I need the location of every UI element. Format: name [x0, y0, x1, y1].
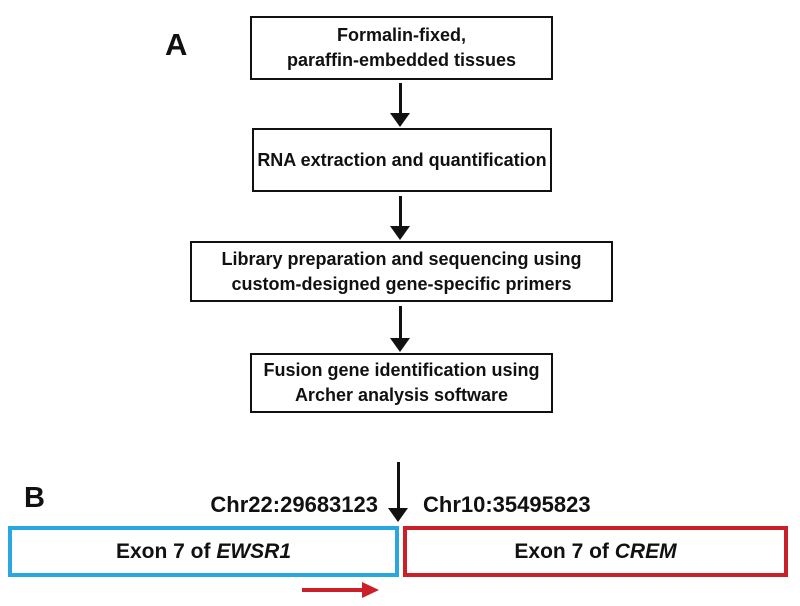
flow-box-text-line: Formalin-fixed, — [336, 25, 466, 46]
flow-box-text-line: Library preparation and sequencing using — [221, 248, 582, 269]
flow-box-text-line: custom-designed gene-specific primers — [231, 273, 572, 294]
arrow-shaft — [398, 306, 402, 338]
exon-prefix: Exon 7 of — [115, 539, 217, 563]
arrow-head — [388, 508, 408, 522]
exon-label: Exon 7 of EWSR1 — [116, 540, 291, 564]
arrow-head — [362, 582, 379, 598]
flow-box-rna-extraction: RNA extraction and quantification — [252, 128, 552, 192]
flow-box-text-line: RNA extraction and quantification — [257, 149, 547, 170]
exon-label: Exon 7 of CREM — [514, 540, 676, 564]
breakpoint-down-arrow-icon — [388, 462, 408, 522]
gene-name-crem: CREM — [614, 539, 677, 563]
down-arrow-icon — [390, 306, 410, 352]
exon-prefix: Exon 7 of — [514, 539, 615, 563]
arrow-head — [390, 338, 410, 352]
flow-box-library-preparation: Library preparation and sequencing using… — [190, 241, 613, 302]
breakpoint-chr22-label: Chr22:29683123 — [210, 492, 378, 517]
panel-a-label: A — [165, 27, 188, 62]
fusion-direction-arrow-icon — [302, 582, 379, 598]
down-arrow-icon — [390, 196, 410, 240]
arrow-shaft — [302, 588, 362, 592]
gene-name-ewsr1: EWSR1 — [216, 539, 292, 563]
arrow-shaft — [396, 462, 400, 508]
flow-box-text-line: paraffin-embedded tissues — [286, 50, 517, 70]
flow-box-text-line: Archer analysis software — [294, 385, 509, 405]
breakpoint-chr10-label: Chr10:35495823 — [423, 492, 591, 517]
panel-b-label: B — [24, 482, 45, 514]
ewsr1-exon-box: Exon 7 of EWSR1 — [8, 526, 399, 577]
flow-box-text-line: Fusion gene identification using — [263, 360, 540, 381]
arrow-head — [390, 113, 410, 127]
arrow-shaft — [398, 196, 402, 226]
down-arrow-icon — [390, 83, 410, 127]
crem-exon-box: Exon 7 of CREM — [403, 526, 788, 577]
flow-box-fusion-identification: Fusion gene identification using Archer … — [250, 353, 553, 413]
arrow-shaft — [398, 83, 402, 113]
flow-box-ffpe-tissues: Formalin-fixed, paraffin-embedded tissue… — [250, 16, 553, 80]
arrow-head — [390, 226, 410, 240]
